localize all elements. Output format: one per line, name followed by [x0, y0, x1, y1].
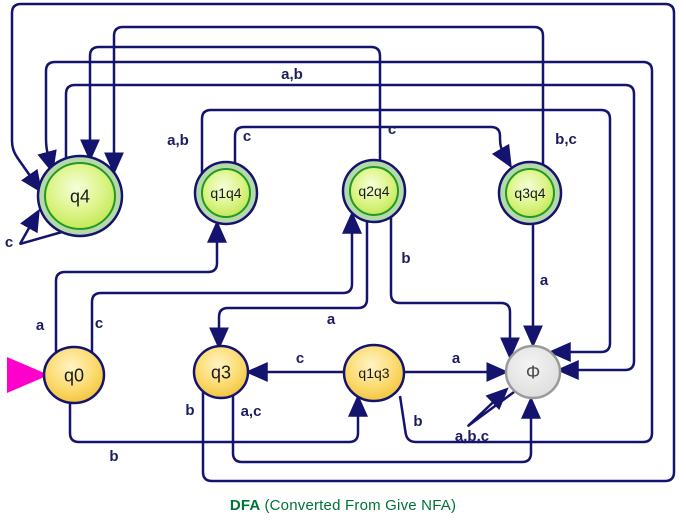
caption-title: DFA [229, 497, 261, 514]
caption-subtitle: (Converted From Give NFA) [264, 497, 457, 514]
state-label-q2q4: q2q4 [358, 183, 389, 199]
edge-q4-c-q4 [19, 208, 63, 246]
edge-q2q4-a-q3 [209, 221, 369, 350]
state-q4: q4 [36, 154, 124, 238]
edge-label-q1q4-q3q4: c [243, 128, 251, 145]
edge-q0-a-q1q4 [54, 220, 227, 353]
edge-label-phi-phi: a,b,c [455, 428, 489, 445]
edge-label-q1q4-phi: a,b [167, 132, 189, 149]
state-label-phi: Φ [526, 362, 540, 382]
edge-label-q4-phi: a,b [281, 66, 303, 83]
edge-q0-b-q1q3 [68, 394, 368, 444]
edge-q2q4-c-q4 [80, 45, 382, 162]
state-q1q4: q1q4 [193, 160, 259, 226]
edge-label-q0-q2q4: c [95, 315, 103, 332]
edge-q4-ab-phi [64, 83, 636, 380]
state-label-q1q4: q1q4 [210, 185, 241, 201]
edge-label-q4-q4: c [5, 234, 13, 251]
edge-label-q2q4-q4: c [388, 121, 396, 138]
state-label-q3q4: q3q4 [514, 185, 545, 201]
edge-label-q0-q1q3: b [109, 448, 118, 465]
edge-label-q3q4-q4: b,c [555, 131, 577, 148]
edge-label-q1q3-q4: b [413, 413, 422, 430]
edge-q1q4-ab-phi [200, 108, 612, 362]
state-q3q4: q3q4 [497, 160, 563, 226]
state-label-q1q3: q1q3 [358, 365, 389, 381]
edge-q3-ac-phi [231, 395, 541, 464]
edge-label-q1q3-phi: a [452, 350, 461, 367]
state-label-q4: q4 [70, 186, 90, 206]
state-q3: q3 [192, 344, 250, 400]
edge-label-q1q3-q3: c [296, 350, 304, 367]
edge-label-q3q4-phi: a [540, 272, 549, 289]
edge-labels-layer: a c b a,b c c a b b,c a a c b a,c b a,b c a,b,c [5, 66, 577, 465]
state-q0: q0 [42, 345, 106, 405]
state-q1q3: q1q3 [342, 343, 406, 403]
state-phi: Φ [504, 344, 562, 400]
states-layer: q4 q1q4 q2q4 q3q4 q0 q3 q1q3 Φ [7, 154, 563, 405]
edge-q0-c-q2q4 [90, 211, 362, 353]
edge-q1q3-b-q4 [37, 60, 654, 444]
state-label-q3: q3 [211, 362, 231, 382]
edge-q3q4-bc-q4 [104, 25, 545, 175]
edge-label-q2q4-q3: a [327, 311, 336, 328]
diagram-caption: DFA(Converted From Give NFA) [0, 497, 686, 514]
edge-q2q4-b-phi [389, 217, 520, 360]
state-label-q0: q0 [64, 365, 84, 385]
edge-label-q0-q1q4: a [36, 317, 45, 334]
edge-label-q3-q4: b [185, 402, 194, 419]
edge-label-q2q4-phi: b [401, 250, 410, 267]
edge-q1q4-c-q3q4 [233, 125, 512, 169]
edge-phi-abc-phi [467, 387, 515, 427]
edge-q3-b-q4 [10, 2, 676, 483]
state-q2q4: q2q4 [341, 158, 407, 224]
transition-edges-layer [10, 2, 676, 483]
edge-label-q3-phi: a,c [241, 403, 262, 420]
